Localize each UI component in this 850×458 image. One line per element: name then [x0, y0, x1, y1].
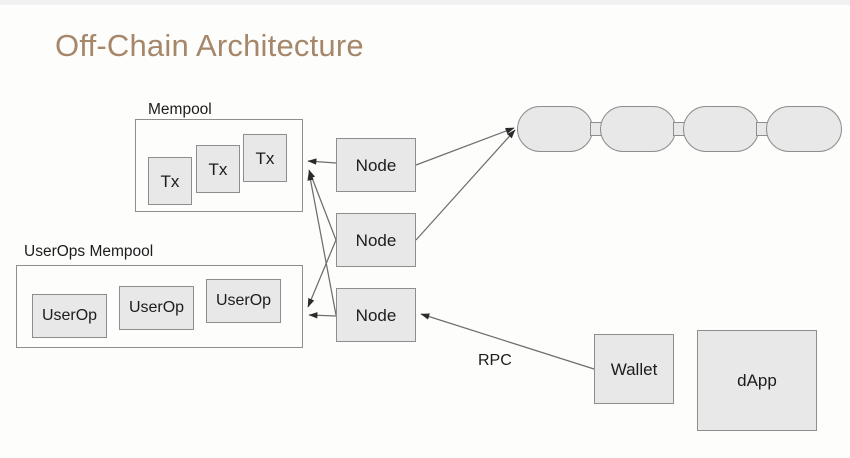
- node-box-3[interactable]: Node: [336, 288, 416, 342]
- node-box-2[interactable]: Node: [336, 213, 416, 267]
- slide-top-strip: [0, 0, 850, 5]
- userop-box-3[interactable]: UserOp: [206, 279, 281, 323]
- mempool-container: [135, 119, 303, 212]
- tx-box-2[interactable]: Tx: [196, 145, 240, 193]
- tx-box-1[interactable]: Tx: [148, 157, 192, 205]
- page-title: Off-Chain Architecture: [55, 28, 364, 63]
- userop-box-2[interactable]: UserOp: [119, 286, 194, 330]
- userops-mempool-container: [16, 265, 303, 348]
- userops-mempool-label: UserOps Mempool: [24, 243, 154, 260]
- userop-box-1[interactable]: UserOp: [32, 294, 107, 338]
- chain-block-1[interactable]: [517, 106, 593, 152]
- tx-box-3[interactable]: Tx: [243, 134, 287, 182]
- wire-node2-to-chain: [415, 129, 516, 241]
- dapp-box[interactable]: dApp: [697, 330, 817, 431]
- chain-block-3[interactable]: [683, 106, 759, 152]
- wire-node3-to-userops: [308, 312, 337, 319]
- chain-block-2[interactable]: [600, 106, 676, 152]
- mempool-label: Mempool: [148, 101, 212, 118]
- wire-node1-to-mempool: [307, 158, 337, 165]
- node-box-1[interactable]: Node: [336, 138, 416, 192]
- wire-node2-to-userops: [307, 239, 337, 308]
- wire-node2-to-mempool: [308, 169, 337, 241]
- wire-node3-to-mempool: [307, 171, 337, 316]
- chain-block-4[interactable]: [766, 106, 842, 152]
- rpc-edge-label: RPC: [478, 352, 512, 369]
- wire-node1-to-chain: [415, 127, 515, 166]
- wallet-box[interactable]: Wallet: [594, 334, 674, 404]
